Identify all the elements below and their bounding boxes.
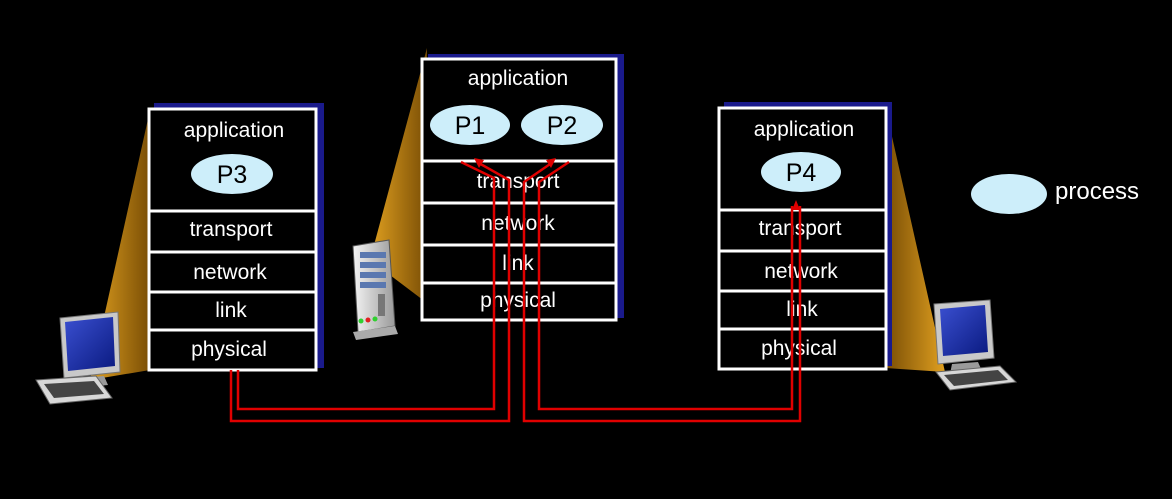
process-ellipse <box>521 105 603 145</box>
process-ellipse <box>430 105 510 145</box>
process-p4-label: P4 <box>786 159 817 187</box>
layer-physical: physical <box>191 338 267 361</box>
layer-transport: transport <box>190 218 273 241</box>
process-ellipse <box>761 152 841 192</box>
message-path-wires <box>229 160 802 423</box>
layer-network: network <box>481 212 555 235</box>
process-p1-label: P1 <box>455 112 486 140</box>
layer-link: link <box>215 299 247 322</box>
right-host-stack: application transport network link physi… <box>717 102 892 371</box>
right-host-wedge <box>886 110 945 372</box>
left-host-stack: application transport network link physi… <box>147 103 324 372</box>
process-p2-label: P2 <box>547 112 578 140</box>
layer-transport: transport <box>477 170 560 193</box>
layer-physical: physical <box>480 289 556 312</box>
layer-application: application <box>468 67 568 90</box>
legend-process-swatch <box>971 174 1047 214</box>
server-wedge <box>370 48 427 300</box>
layer-link: link <box>786 298 818 321</box>
desktop-computer-icon <box>35 311 121 405</box>
layer-application: application <box>184 119 284 142</box>
layer-link: link <box>502 252 534 275</box>
wire-arrowheads <box>474 158 800 210</box>
process-ellipse <box>191 154 273 194</box>
legend-process-label: process <box>1055 178 1139 205</box>
desktop-computer-icon <box>933 299 1018 391</box>
layer-network: network <box>193 261 267 284</box>
layer-application: application <box>754 118 854 141</box>
left-host-wedge <box>90 110 150 380</box>
server-icon <box>352 239 398 340</box>
process-p3-label: P3 <box>217 161 248 189</box>
legend: process <box>971 174 1139 214</box>
server-stack: application transport network link physi… <box>420 54 624 322</box>
